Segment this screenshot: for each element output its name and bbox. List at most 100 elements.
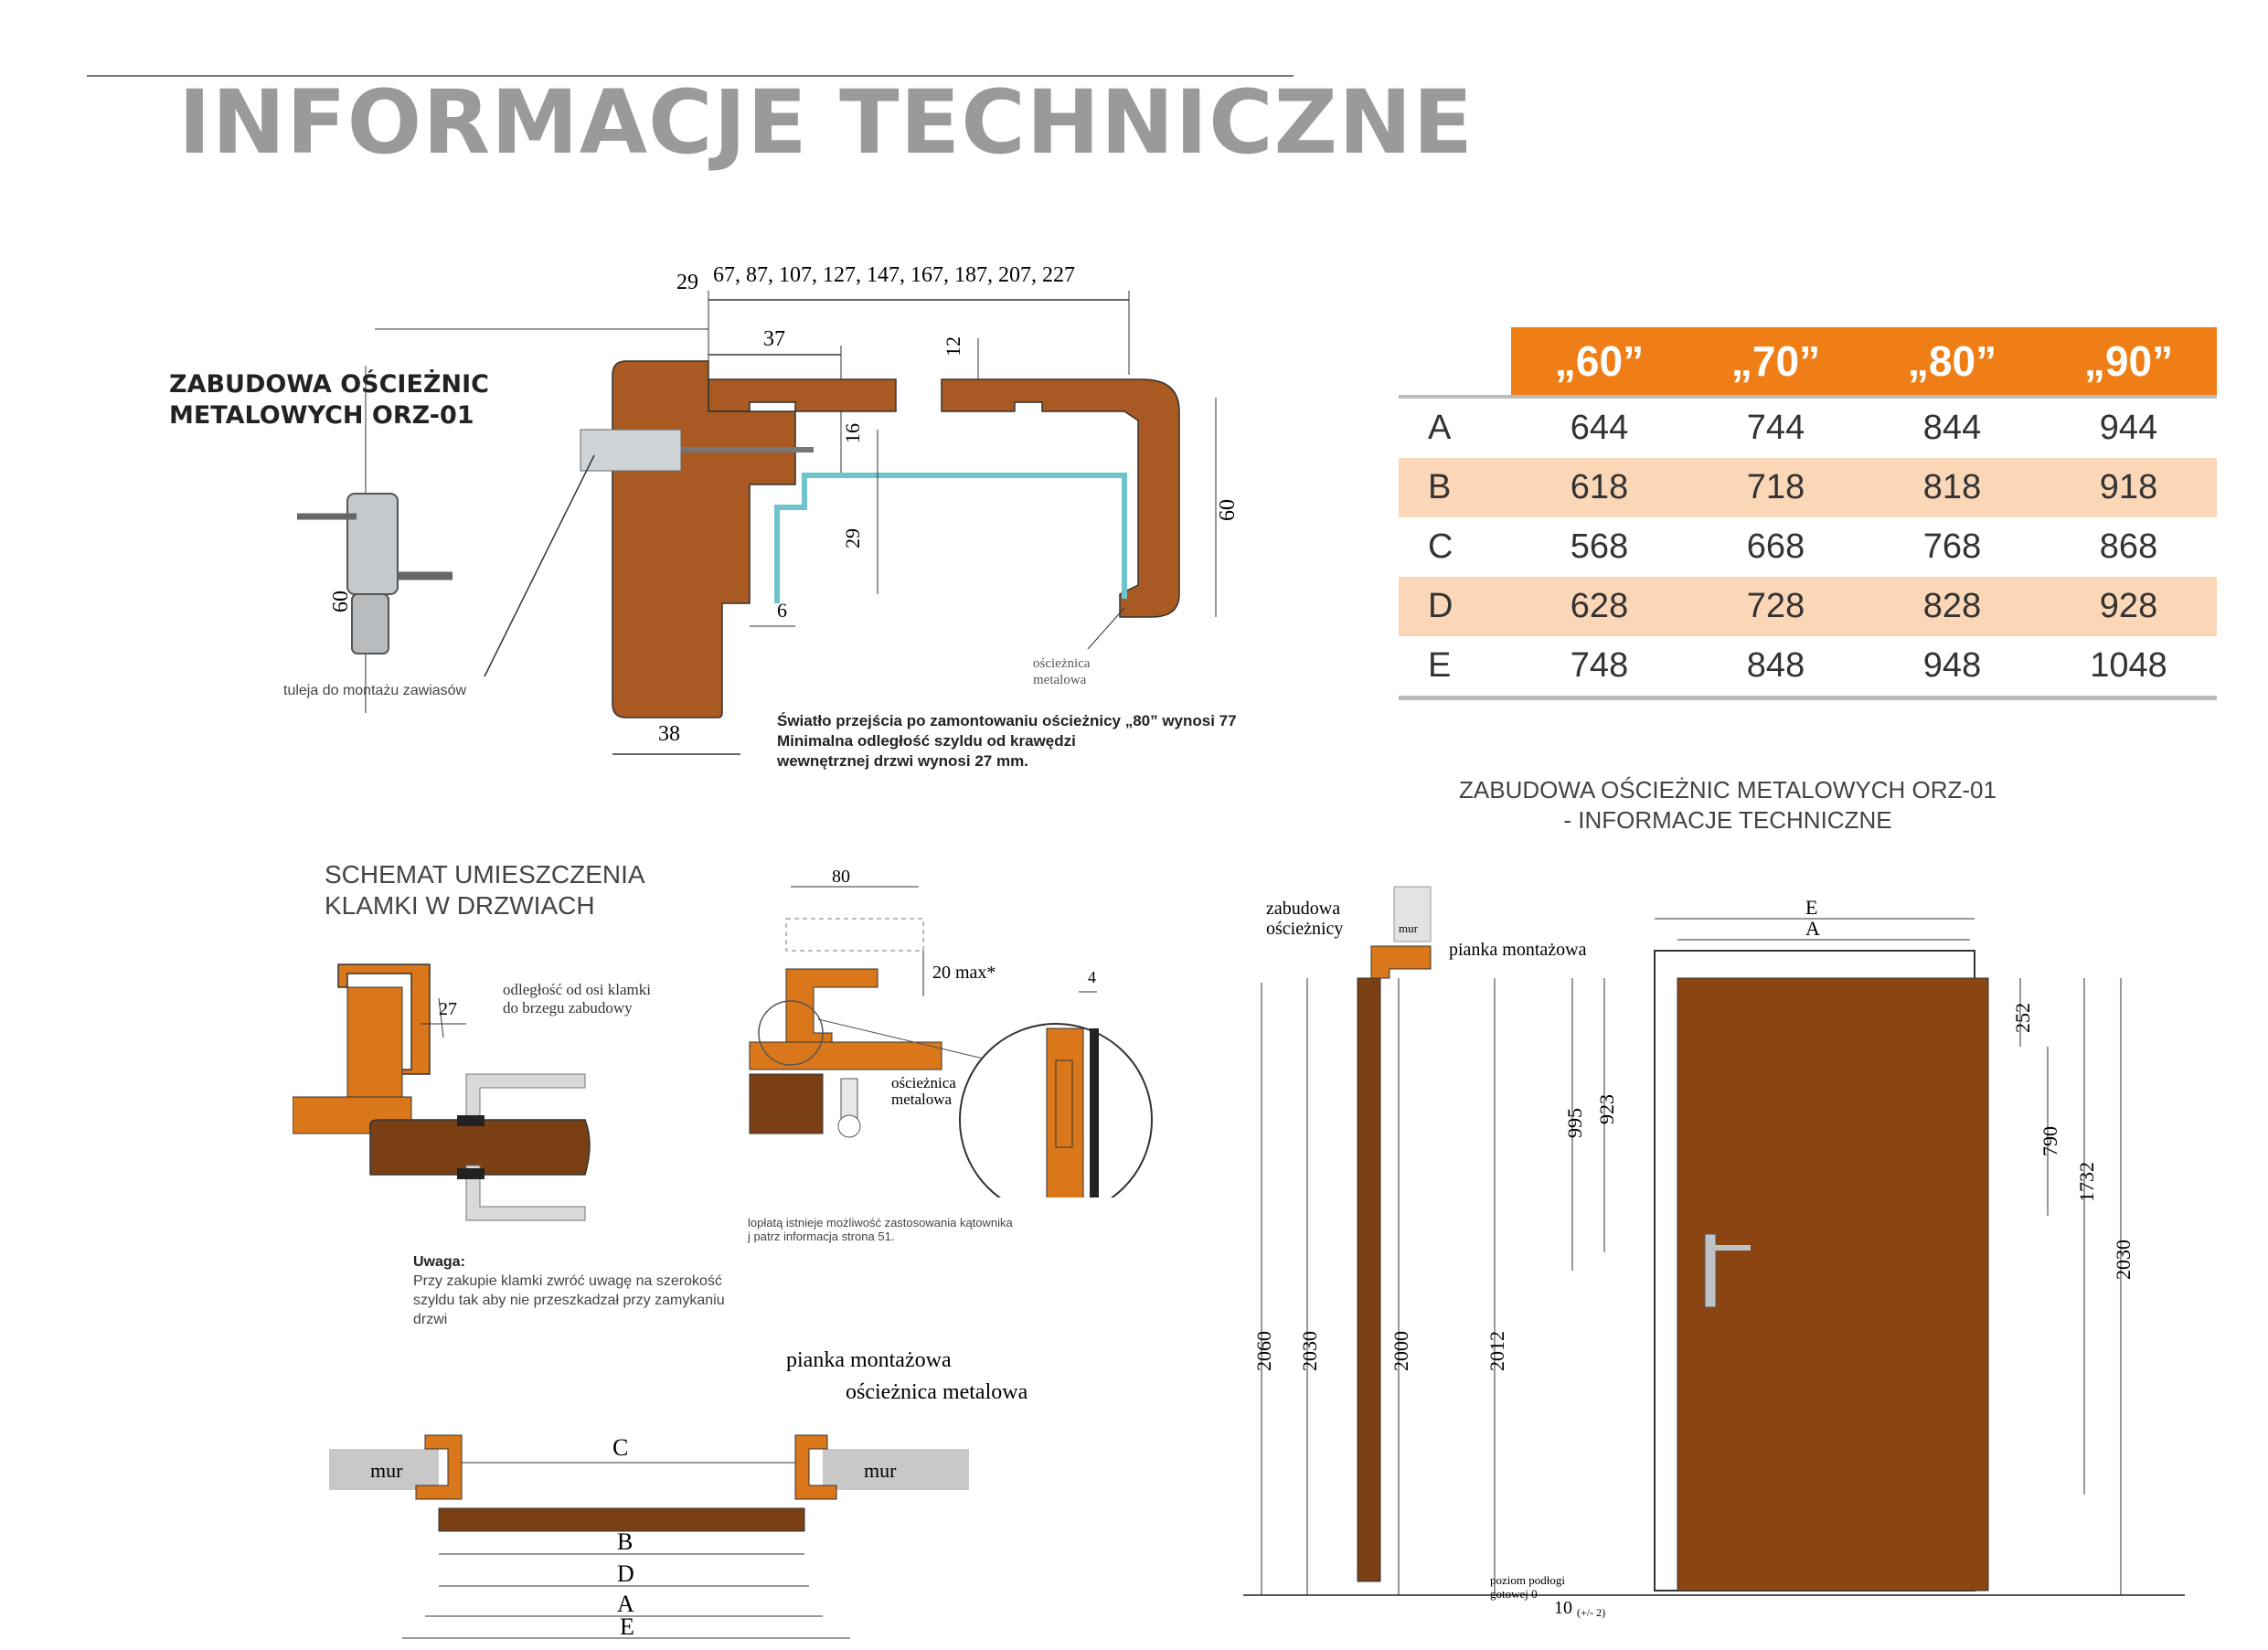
footnote: lopłatą istnieje możliwość zastosowania …	[748, 1216, 1013, 1243]
wall-label: mur	[1399, 921, 1419, 935]
dim-80: 80	[832, 868, 850, 887]
dim-923: 923	[1595, 1094, 1618, 1124]
dim-A-elev: A	[1805, 917, 1820, 940]
section4-title-line2: - INFORMACJE TECHNICZNE	[1563, 806, 1892, 834]
row-label: A	[1428, 409, 1452, 447]
footnote-line1: lopłatą istnieje możliwość zastosowania …	[748, 1216, 1013, 1230]
section4-title-line1: ZABUDOWA OŚCIEŻNIC METALOWYCH ORZ-01	[1459, 776, 1996, 804]
section1-title-line1: ZABUDOWA OŚCIEŻNIC	[169, 370, 489, 399]
row-label: C	[1428, 527, 1453, 566]
door-leaf-section	[612, 360, 796, 719]
floor-label-1: poziom podłogi	[1490, 1573, 1565, 1587]
section2-title-line2: KLAMKI W DRZWIACH	[325, 891, 595, 920]
dim-29-top: 29	[676, 271, 698, 294]
door-leaf-edge	[369, 1119, 591, 1176]
dim-2030-right: 2030	[2112, 1240, 2135, 1280]
section2-title-line1: SCHEMAT UMIESZCZENIA	[325, 860, 645, 889]
dim-2060: 2060	[1252, 1331, 1275, 1371]
table-cell: 818	[1864, 458, 2040, 517]
widths-label: 67, 87, 107, 127, 147, 167, 187, 207, 22…	[713, 263, 1075, 287]
door-leaf-side	[1357, 977, 1381, 1582]
section1-title-line2: METALOWYCH ORZ-01	[169, 401, 474, 430]
door-leaf-plan	[438, 1507, 805, 1532]
handle-distance-label: odległość od osi klamki do brzegu zabudo…	[503, 981, 651, 1017]
row-label: D	[1399, 577, 1511, 636]
frame-right-profile	[941, 378, 1180, 618]
table-row: A 644 744 844 944	[1399, 397, 2217, 458]
table-cell: 828	[1864, 577, 2040, 636]
dim-2030-left: 2030	[1298, 1331, 1321, 1371]
table-cell: 948	[1922, 646, 1982, 685]
table-row: E 748 848 948 1048	[1399, 636, 2217, 698]
table-row: D 628 728 828 928	[1399, 577, 2217, 636]
table-cell: 748	[1570, 646, 1629, 685]
dim-E: E	[620, 1613, 634, 1640]
section1-title: ZABUDOWA OŚCIEŻNIC METALOWYCH ORZ-01	[169, 369, 489, 431]
frame-label-b: metalowa	[891, 1091, 953, 1108]
warning-line3: drzwi	[413, 1312, 448, 1327]
tolerance-10: (+/- 2)	[1577, 1606, 1605, 1619]
table-cell: 744	[1746, 409, 1805, 447]
door-handle	[1704, 1233, 1717, 1308]
warning-line1: Przy zakupie klamki zwróć uwagę na szero…	[413, 1273, 722, 1289]
header-rule	[87, 75, 1294, 77]
handle-placement-diagram: 27	[293, 963, 591, 1221]
dim-B: B	[617, 1528, 633, 1555]
hinge-bushing-illustration	[297, 493, 453, 655]
frame-top-left	[708, 378, 897, 412]
dim-29-right: 29	[841, 528, 864, 548]
dim-790: 790	[2039, 1126, 2061, 1156]
dim-D: D	[617, 1560, 634, 1587]
dim-6: 6	[777, 599, 787, 622]
table-cell: 928	[2040, 577, 2217, 636]
dim-16: 16	[841, 423, 864, 443]
dim-2000: 2000	[1390, 1331, 1412, 1371]
page-title: INFORMACJE TECHNICZNE	[178, 71, 1475, 174]
door-leaf-front	[1677, 977, 1989, 1591]
table-header: „60”	[1511, 327, 1688, 397]
dim-10: 10	[1554, 1598, 1572, 1618]
dim-995: 995	[1563, 1108, 1586, 1138]
warning-title: Uwaga:	[413, 1254, 465, 1270]
table-row: B 618 718 818 918	[1399, 458, 2217, 517]
section2-title: SCHEMAT UMIESZCZENIA KLAMKI W DRZWIACH	[325, 859, 645, 921]
bush-label: tuleja do montażu zawiasów	[283, 683, 467, 698]
table-header-blank	[1399, 327, 1511, 397]
warning-note: Uwaga: Przy zakupie klamki zwróć uwagę n…	[413, 1252, 725, 1329]
dim-37: 37	[763, 327, 785, 351]
section1-note: Światło przejścia po zamontowaniu oścież…	[777, 711, 1237, 772]
dim-12: 12	[942, 336, 964, 357]
table-cell: 768	[1922, 527, 1982, 566]
section4-title: ZABUDOWA OŚCIEŻNIC METALOWYCH ORZ-01 - I…	[1444, 775, 2011, 836]
dim-2012: 2012	[1485, 1331, 1508, 1371]
table-header: „70”	[1688, 327, 1864, 397]
table-cell: 668	[1746, 527, 1805, 566]
handle-distance-line1: odległość od osi klamki	[503, 981, 651, 998]
dim-27: 27	[439, 999, 457, 1019]
table-cell: 718	[1688, 458, 1864, 517]
door-size-table: „60” „70” „80” „90” A 644 744 844 944 B …	[1399, 327, 2217, 700]
table-header: „90”	[2040, 327, 2217, 397]
table-cell: 918	[2040, 458, 2217, 517]
note-line-3: wewnętrznej drzwi wynosi 27 mm.	[777, 752, 1028, 770]
metal-frame-line	[774, 473, 1127, 603]
build-label-1: zabudowa	[1266, 899, 1340, 919]
table-header-row: „60” „70” „80” „90”	[1399, 327, 2217, 397]
table-cell: 568	[1570, 527, 1629, 566]
build-label-2: ościeżnicy	[1266, 919, 1343, 939]
foam-label: pianka montażowa	[786, 1348, 952, 1372]
frame-metal-label: ościeżnica metalowa	[846, 1380, 1028, 1404]
note-line-2: Minimalna odległość szyldu od krawędzi	[777, 732, 1076, 750]
frame-label-2: metalowa	[1033, 673, 1087, 687]
door-elevation-diagram: zabudowa ościeżnicy mur pianka montażowa…	[1243, 886, 2185, 1619]
dim-1732: 1732	[2075, 1162, 2098, 1202]
wall-left-label: mur	[370, 1459, 403, 1482]
dim-A: A	[617, 1591, 634, 1617]
footnote-line2: j patrz informacja strona 51.	[748, 1230, 895, 1243]
dim-60-right: 60	[1216, 499, 1240, 521]
dim-252: 252	[2011, 1003, 2034, 1033]
table-cell: 944	[2099, 409, 2158, 447]
floor-label-2: gotowej 0	[1490, 1587, 1538, 1601]
dim-60-left: 60	[329, 591, 353, 612]
dim-4: 4	[1088, 968, 1096, 986]
